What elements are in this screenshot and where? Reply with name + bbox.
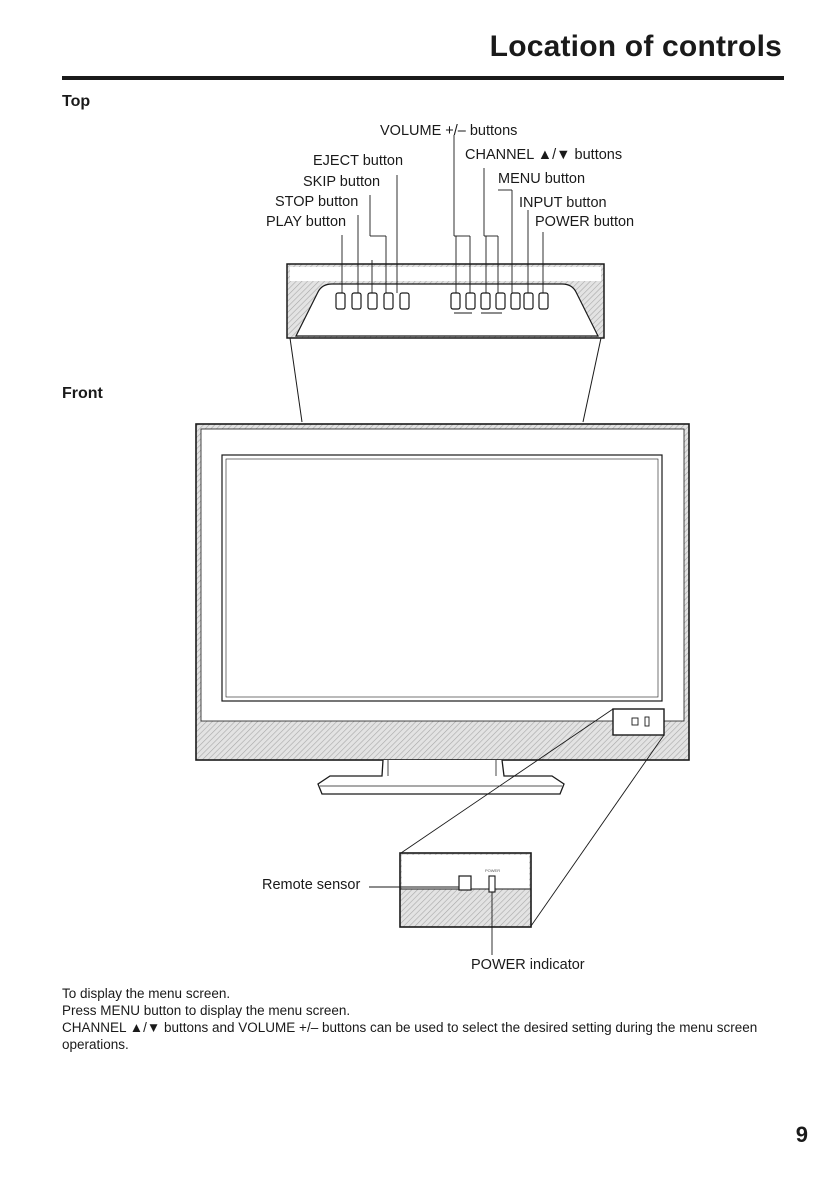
page-title: Location of controls (489, 30, 782, 63)
callout-channel: CHANNEL ▲/▼ buttons (465, 147, 623, 163)
callout-skip: SKIP button (303, 174, 381, 190)
notes: To display the menu screen. Press MENU b… (62, 985, 782, 1053)
section-label-front: Front (62, 385, 103, 402)
tv-stand (317, 759, 565, 795)
detail-inset: POWER (369, 852, 532, 955)
remote-sensor-window (458, 875, 472, 891)
power-indicator-lamp (488, 875, 496, 893)
callout-power: POWER button (535, 214, 635, 230)
title-rule (62, 76, 784, 80)
section-label-top: Top (62, 93, 91, 110)
callout-stop: STOP button (275, 194, 359, 210)
callout-menu: MENU button (498, 171, 586, 187)
note-line-1: To display the menu screen. (62, 986, 231, 1001)
callout-remote-sensor: Remote sensor (262, 877, 361, 893)
tv-screen (221, 454, 663, 702)
callout-eject: EJECT button (313, 153, 404, 169)
top-leader-lines (341, 135, 544, 293)
callout-input: INPUT button (519, 195, 607, 211)
note-line-2: Press MENU button to display the menu sc… (62, 1003, 351, 1018)
top-view (286, 135, 605, 423)
front-view (195, 423, 690, 927)
callout-power-indicator: POWER indicator (471, 957, 585, 973)
page-number: 9 (795, 1122, 808, 1147)
callout-volume: VOLUME +/– buttons (380, 123, 518, 139)
note-line-3: CHANNEL ▲/▼ buttons and VOLUME +/– butto… (62, 1020, 758, 1052)
top-buttons-left (335, 292, 410, 310)
top-buttons-right (450, 292, 549, 310)
svg-text:POWER: POWER (485, 868, 500, 873)
callout-play: PLAY button (266, 214, 347, 230)
